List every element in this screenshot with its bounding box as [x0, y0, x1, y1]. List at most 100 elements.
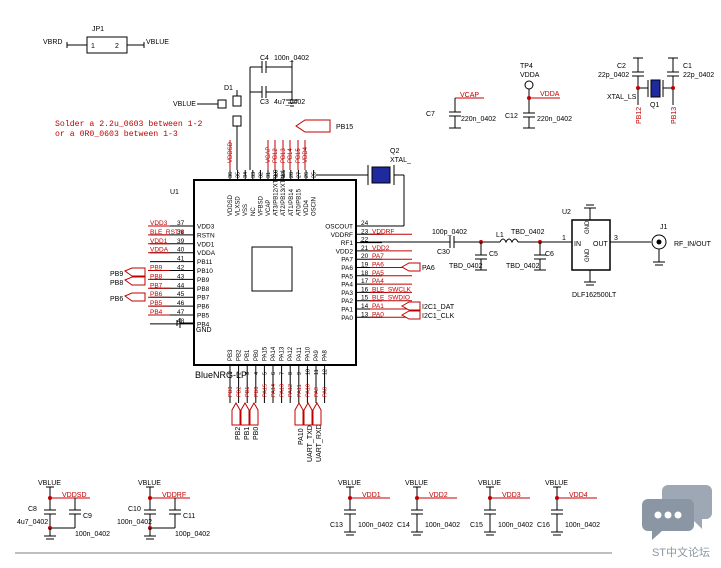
u1-bottom-net-label: PB0 — [254, 387, 260, 397]
u1-left-net-label: PB4 — [150, 309, 163, 316]
u1-left-net-label: PB8 — [150, 273, 163, 280]
c30-value: 100p_0402 — [432, 229, 467, 236]
note-line-1: Solder a 2.2u_0603 between 1-2 — [55, 119, 202, 129]
jp1-left-net: VBRD — [43, 39, 62, 46]
c12-value: 220n_0402 — [537, 116, 572, 123]
u1-left-net-label: PB7 — [150, 282, 163, 289]
u1-bottom-pins: PB31PB3PB22PB2PB13PB1PB04PB0PA155PA15PA1… — [228, 346, 329, 403]
u2-gnd-bottom: GND — [585, 248, 591, 262]
u1-right-net-label: VDD2 — [372, 245, 390, 252]
decoupling-net: VDD2 — [429, 492, 448, 499]
u1-left-pin-num: 37 — [177, 220, 185, 227]
u1-top-pin-num: 32 — [258, 172, 264, 178]
u1-right-pin-num: 16 — [361, 286, 369, 293]
rf-path: 100p_0402 C30 L1 TBD_0402 C5 TBD_0402 C6… — [360, 204, 712, 299]
u1-left-pin-name: PB9 — [197, 277, 210, 284]
u1-left-pin-name: VDDA — [197, 250, 216, 257]
q1-ref: Q1 — [650, 102, 659, 109]
jp1-ref: JP1 — [92, 26, 104, 33]
u1-top-pin-name: AT3/PB12/XTAL0 — [274, 169, 280, 216]
u1-left-pin-num: 48 — [177, 318, 185, 325]
u1-top-pin-name: VLXSD — [236, 196, 242, 216]
u1-top-pin-num: 31 — [266, 172, 272, 178]
decoupling-supply: VBLUE — [545, 480, 568, 487]
c2-value: 22p_0402 — [598, 72, 629, 79]
u1-bottom-pin-name: PA10 — [305, 346, 311, 361]
jp1-pin2: 2 — [115, 43, 119, 50]
u1-top-pin-num: 26 — [304, 172, 310, 178]
u1-left-net-label: PB5 — [150, 300, 163, 307]
u1-left-pin-name: PB5 — [197, 313, 210, 320]
u1-bottom-pin-num: 9 — [297, 372, 303, 375]
u1-left-pin-name: PB6 — [197, 304, 210, 311]
u1-left-pin-num: 46 — [177, 300, 185, 307]
caps-c4-c3: C4 100n_0402 C3 4u7_0402 — [249, 55, 309, 170]
u1-right-pin-name: PA7 — [341, 257, 353, 264]
u1-left-net-label: PB9 — [150, 265, 163, 272]
u1-bottom-pin-name: PB1 — [245, 349, 251, 361]
u1-bottom-net-label: PA13 — [280, 384, 286, 397]
u1-top-pin-name: VDDSD — [228, 194, 234, 216]
decoupling-cap-value: 100n_0402 — [75, 531, 110, 538]
decoupling-cap-ref: C13 — [330, 522, 343, 529]
c6-ref: C6 — [545, 251, 554, 258]
decoupling-cap-value: 100n_0402 — [117, 519, 152, 526]
c3-ref: C3 — [260, 99, 269, 106]
u1-left-external-labels: PB9 PB8 PB6 — [110, 267, 146, 303]
u1-bottom-pin-num: 7 — [280, 372, 286, 375]
u1-left-pin-name: PB4 — [197, 321, 210, 328]
decoupling-supply: VBLUE — [338, 480, 361, 487]
left-ext-pb6: PB6 — [110, 296, 123, 303]
u1-top-net-label: PB15 — [296, 148, 302, 163]
bottom-ext-pb0: PB0 — [253, 427, 260, 440]
u1-right-pin-name: PA6 — [341, 265, 353, 272]
u1-right-net-label: PA4 — [372, 278, 384, 285]
u1-bottom-pin-num: 3 — [245, 372, 251, 375]
u2-pin-in: 1 — [562, 235, 566, 242]
u1-bottom-pin-num: 8 — [288, 372, 294, 375]
u1-right-pin-num: 14 — [361, 303, 369, 310]
u1-right-pin-num: 22 — [361, 237, 369, 244]
decoupling-cap-ref: C10 — [128, 506, 141, 513]
d1-net: VBLUE — [173, 101, 196, 108]
u1-left-pin-num: 43 — [177, 273, 185, 280]
u1-bottom-pin-name: PA8 — [323, 349, 329, 361]
u1-left-pin-name: VDD3 — [197, 224, 215, 231]
decoupling-cap-ref: C14 — [397, 522, 410, 529]
decoupling-supply: VBLUE — [138, 480, 161, 487]
decoupling-cap-value: 100n_0402 — [425, 522, 460, 529]
cap-c7: VCAP C7 220n_0402 — [426, 92, 496, 129]
u1-right-pin-name: PA2 — [341, 298, 353, 305]
left-ext-pb9: PB9 — [110, 271, 123, 278]
c2-ref: C2 — [617, 63, 626, 70]
j1-ref: J1 — [660, 224, 668, 231]
note-line-2: or a 0R0_0603 between 1-3 — [55, 129, 178, 139]
u1-left-pin-num: 45 — [177, 291, 185, 298]
u1-right-pin-name: OSCOUT — [325, 224, 353, 231]
u1-left-pin-num: 44 — [177, 282, 185, 289]
decoupling-section: VBLUEVDDSDC84u7_0402C9100n_0402VBLUEVDDR… — [17, 480, 600, 540]
u1-right-pin-name: PA1 — [341, 307, 353, 314]
u1-right-net-label: PA0 — [372, 311, 384, 318]
u1-bottom-pin-name: PA14 — [271, 346, 277, 361]
u2-pin-out: 3 — [614, 235, 618, 242]
u1-left-net-label: PB6 — [150, 291, 163, 298]
u1-right-pin-name: PA4 — [341, 282, 353, 289]
u1-bottom-pin-num: 1 — [228, 372, 234, 375]
u1-top-pin-name: OSCIN — [312, 197, 318, 216]
left-ext-pb8: PB8 — [110, 280, 123, 287]
u1-bottom-pin-name: PA15 — [262, 346, 268, 361]
u1-left-net-label: BLE_RSTN — [150, 229, 184, 236]
u1-left-pin-num: 40 — [177, 247, 185, 254]
u1-bottom-net-label: PB2 — [237, 387, 243, 397]
u1-top-pin-num: 35 — [236, 172, 242, 178]
u1-right-net-label: BLE_SWCLK — [372, 286, 412, 293]
bottom-ext-uart-rxd: UART_RXD — [316, 424, 323, 462]
u1-top-pin-name: VDD4 — [304, 199, 310, 216]
c6-value: TBD_0402 — [506, 263, 540, 270]
u1-gnd-pin: GND — [196, 327, 212, 334]
